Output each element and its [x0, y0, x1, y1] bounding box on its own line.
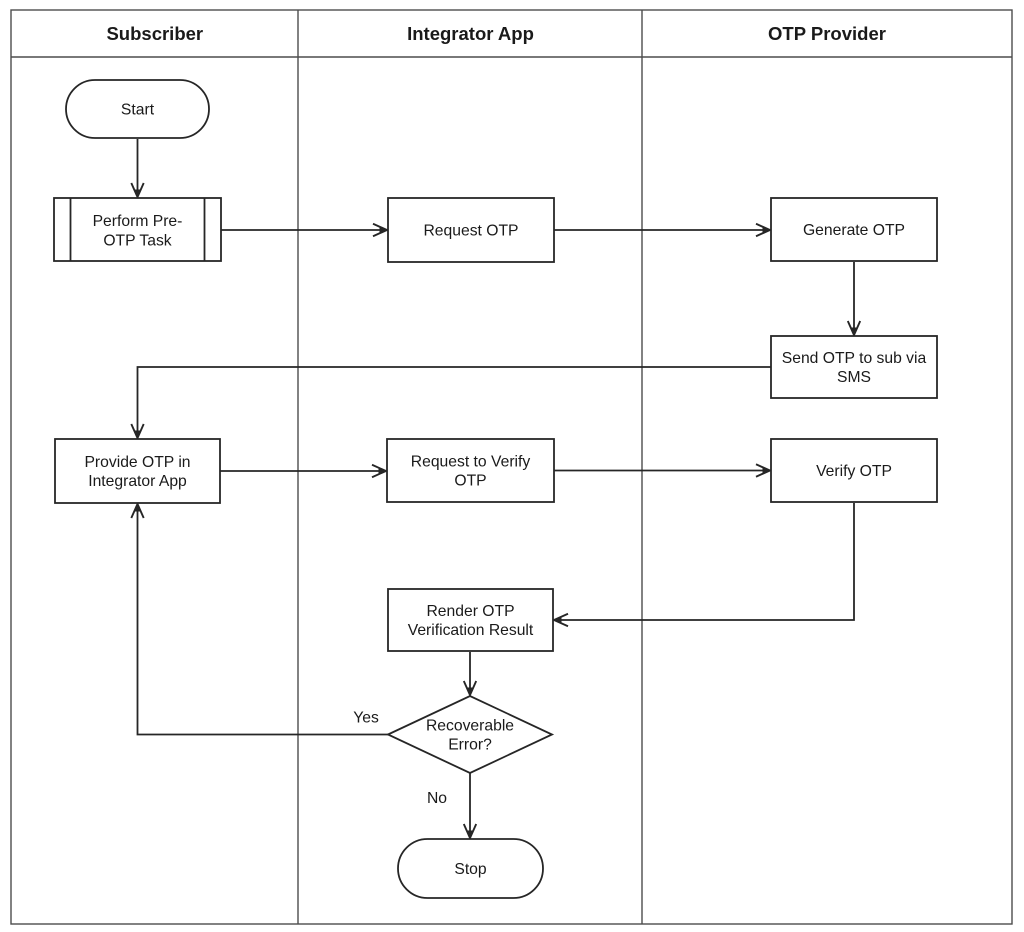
svg-text:Start: Start	[121, 102, 155, 119]
svg-text:Subscriber: Subscriber	[106, 23, 203, 44]
svg-text:No: No	[427, 790, 447, 807]
svg-text:Perform Pre-: Perform Pre-	[93, 213, 183, 230]
svg-text:Request OTP: Request OTP	[423, 223, 518, 240]
svg-text:OTP Task: OTP Task	[103, 232, 171, 249]
svg-text:Recoverable: Recoverable	[426, 717, 514, 734]
svg-text:SMS: SMS	[837, 369, 871, 386]
svg-text:Verification Result: Verification Result	[408, 622, 534, 639]
svg-text:Request to Verify: Request to Verify	[411, 453, 531, 470]
svg-text:OTP: OTP	[454, 473, 486, 490]
svg-text:Provide OTP in: Provide OTP in	[84, 454, 190, 471]
svg-text:Generate OTP: Generate OTP	[803, 222, 905, 239]
svg-text:OTP Provider: OTP Provider	[768, 23, 886, 44]
svg-text:Send OTP to sub via: Send OTP to sub via	[782, 350, 927, 367]
svg-text:Render OTP: Render OTP	[426, 603, 514, 620]
svg-text:Error?: Error?	[448, 737, 492, 754]
svg-text:Yes: Yes	[353, 710, 379, 727]
svg-text:Verify OTP: Verify OTP	[816, 463, 892, 480]
svg-text:Stop: Stop	[454, 861, 487, 878]
svg-text:Integrator App: Integrator App	[88, 473, 187, 490]
svg-text:Integrator App: Integrator App	[407, 23, 534, 44]
